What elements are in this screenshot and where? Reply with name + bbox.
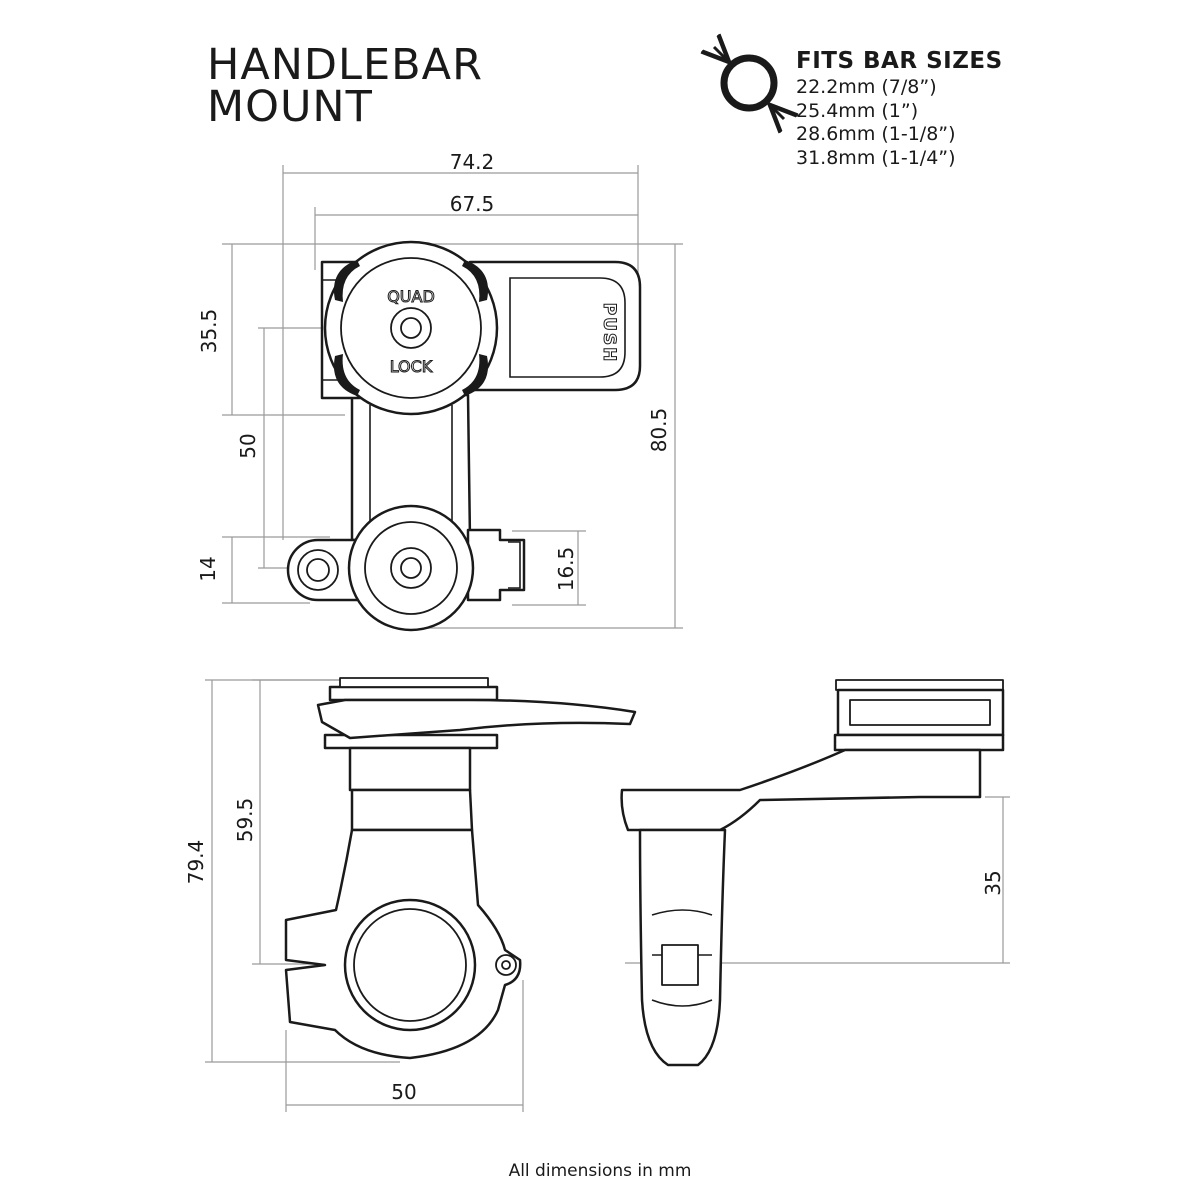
bar-sizes-block: FITS BAR SIZES 22.2mm (7/8”) 25.4mm (1”)… <box>796 48 1003 170</box>
bar-size-item: 28.6mm (1-1/8”) <box>796 123 956 145</box>
front-lever <box>316 698 637 740</box>
front-view: 79.4 59.5 50 <box>184 677 637 1112</box>
push-label: PUSH <box>599 303 619 364</box>
dim-label-head-width: 67.5 <box>450 192 495 216</box>
dim-label-center-to-pivot: 50 <box>236 433 260 458</box>
title-line-2: MOUNT <box>207 82 373 132</box>
bar-sizes-heading: FITS BAR SIZES <box>796 48 1003 74</box>
dim-label-overall-height: 80.5 <box>647 408 671 453</box>
side-arm <box>620 748 982 832</box>
dim-label-pivot-offset: 14 <box>196 556 220 581</box>
dim-label-clamp-width: 50 <box>391 1080 416 1104</box>
bar-size-item: 25.4mm (1”) <box>796 99 919 122</box>
dim-label-overall-height-side: 79.4 <box>184 840 208 885</box>
bar-diameter-icon <box>714 47 784 119</box>
dim-label-overall-width: 74.2 <box>450 150 495 174</box>
logo-word-quad: QUAD <box>387 287 435 306</box>
bar-size-item: 22.2mm (7/8”) <box>796 76 937 98</box>
side-view: 35 <box>620 679 1010 1067</box>
title-line-1: HANDLEBAR <box>207 40 483 90</box>
top-view: PUSH QUAD LOCK 74.2 67.5 35.5 50 14 16.5… <box>196 150 683 632</box>
footnote: All dimensions in mm <box>508 1161 692 1181</box>
page-title: HANDLEBAR MOUNT <box>207 44 483 129</box>
bar-size-item: 31.8mm (1-1/4”) <box>796 146 956 169</box>
logo-word-lock: LOCK <box>390 357 433 376</box>
dim-label-head-to-center: 35.5 <box>197 309 221 354</box>
dim-label-head-to-bar: 59.5 <box>233 798 257 843</box>
dim-label-clamp-height: 16.5 <box>554 547 578 592</box>
top-clamp-right <box>466 528 526 602</box>
push-tab <box>468 260 642 392</box>
dim-label-arm-drop: 35 <box>981 870 1005 895</box>
